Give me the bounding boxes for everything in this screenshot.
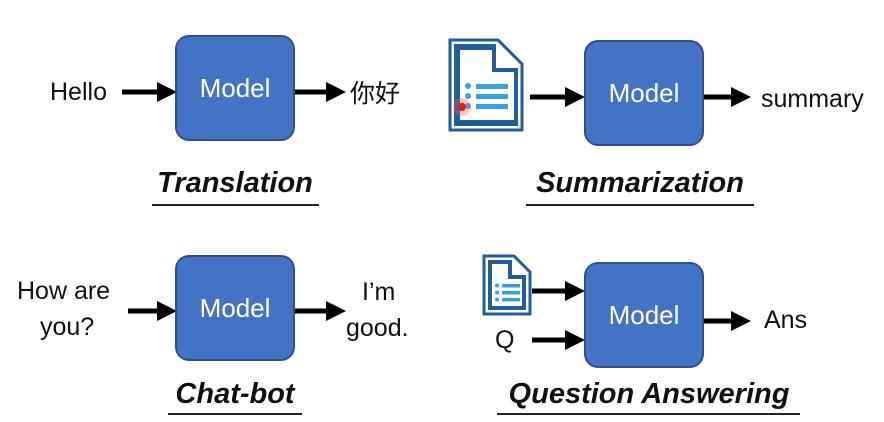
summarization-title: Summarization bbox=[536, 167, 744, 199]
summarization-output: summary bbox=[761, 85, 864, 113]
chatbot-title: Chat-bot bbox=[175, 378, 295, 410]
qa-model-box: Model bbox=[584, 262, 704, 368]
translation-title-underline bbox=[152, 204, 319, 206]
qa-title: Question Answering bbox=[508, 378, 790, 410]
chatbot-model-box: Model bbox=[175, 255, 295, 361]
chatbot-title-underline bbox=[168, 413, 302, 415]
qa-title-underline bbox=[497, 413, 800, 415]
translation-output: 你好 bbox=[350, 79, 401, 108]
translation-model-box: Model bbox=[175, 35, 295, 141]
chatbot-output-line2: good. bbox=[346, 314, 409, 342]
chatbot-input-line2: you? bbox=[40, 313, 95, 341]
chatbot-output-line1: I’m bbox=[362, 278, 396, 306]
pointer-dot-icon bbox=[453, 98, 471, 116]
translation-input: Hello bbox=[50, 78, 107, 106]
qa-output: Ans bbox=[764, 306, 808, 334]
qa-question: Q bbox=[495, 326, 515, 354]
summarization-title-underline bbox=[526, 204, 754, 206]
document-icon bbox=[448, 38, 524, 132]
translation-title: Translation bbox=[157, 167, 313, 199]
summarization-model-box: Model bbox=[584, 40, 704, 146]
chatbot-input-line1: How are bbox=[17, 277, 111, 305]
document-icon bbox=[482, 254, 532, 316]
